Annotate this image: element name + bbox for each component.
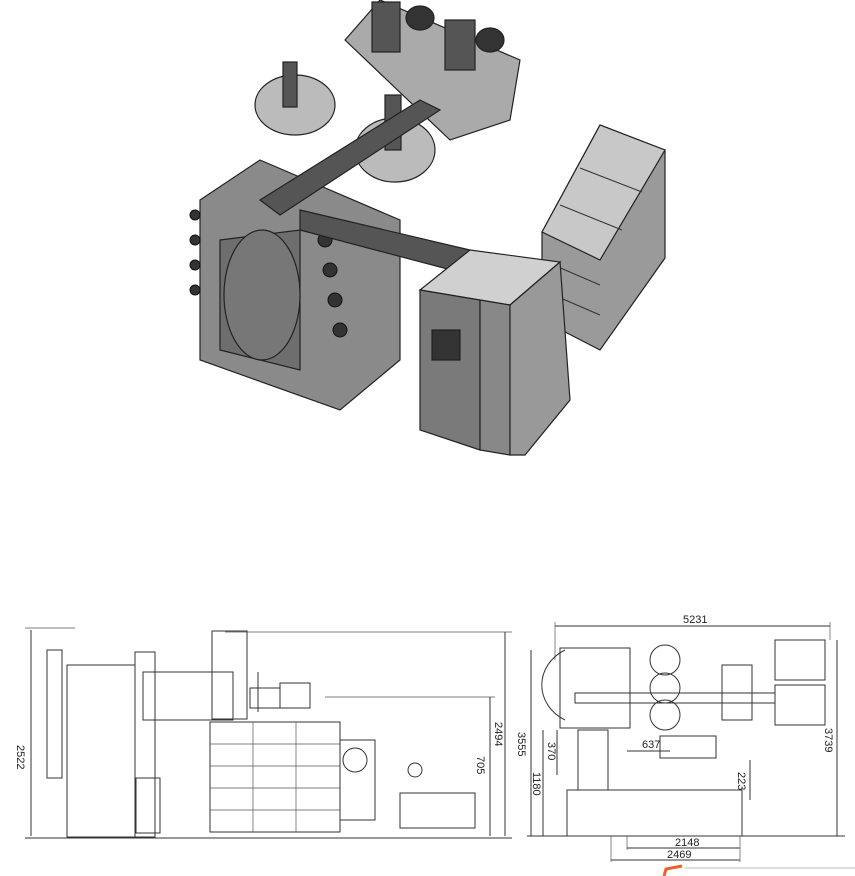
dim-370: 370	[545, 742, 557, 760]
dim-pump-height: 705	[474, 756, 486, 774]
isometric-rendering	[189, 0, 666, 456]
dim-2148: 2148	[675, 837, 699, 849]
dim-223: 223	[735, 772, 747, 790]
cropped-orange-mark	[662, 864, 683, 876]
dim-637: 637	[642, 739, 660, 751]
dim-height-right: 2494	[492, 722, 504, 746]
front-view-lines	[25, 627, 512, 839]
dim-overall-width: 5231	[683, 614, 707, 626]
dim-1180: 1180	[530, 772, 542, 796]
dim-2469: 2469	[667, 849, 691, 861]
dim-overall-depth: 3555	[515, 732, 527, 756]
top-view-lines	[527, 622, 845, 862]
dim-overall-height: 2522	[14, 745, 26, 769]
dim-right-depth: 3739	[822, 728, 834, 752]
